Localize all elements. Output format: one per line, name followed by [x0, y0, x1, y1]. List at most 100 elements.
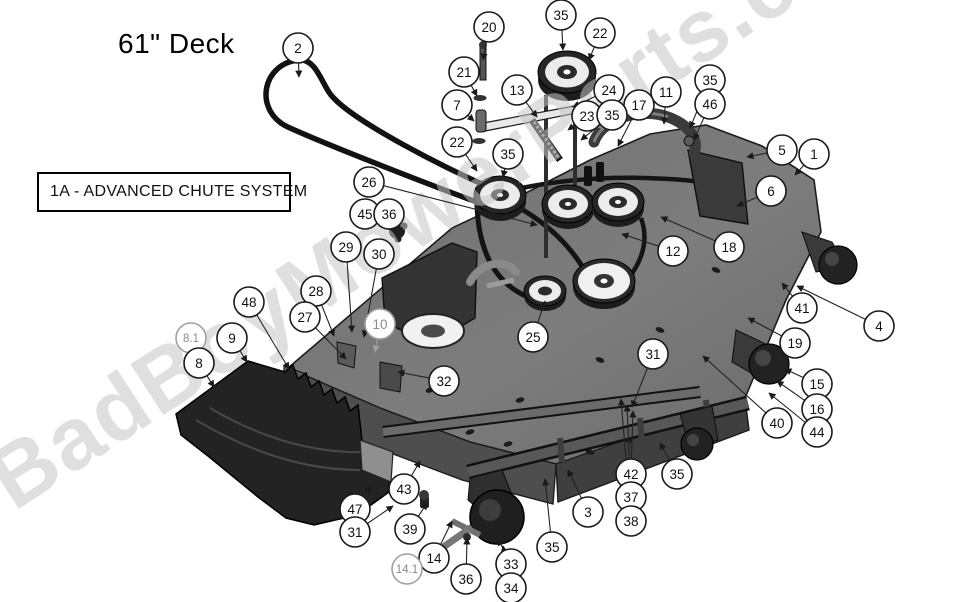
chute-ridge	[195, 419, 361, 471]
svg-text:31: 31	[347, 525, 362, 540]
svg-text:6: 6	[767, 184, 775, 199]
svg-text:38: 38	[623, 514, 638, 529]
callout-balloon-22: 22	[584, 17, 616, 49]
idler-pulley-exploded	[537, 50, 597, 101]
svg-text:24: 24	[601, 83, 617, 98]
callout-leader-3	[567, 469, 583, 499]
svg-text:12: 12	[665, 244, 680, 259]
svg-text:8: 8	[195, 356, 203, 371]
svg-text:35: 35	[553, 8, 568, 23]
flat-idler-pulley	[572, 258, 636, 309]
svg-text:17: 17	[631, 98, 646, 113]
svg-text:11: 11	[659, 85, 673, 100]
callout-balloon-41: 41	[786, 292, 818, 324]
callout-leader-39	[417, 502, 428, 517]
callout-leader-5	[746, 152, 768, 160]
callout-leader-28	[321, 304, 335, 337]
callout-balloon-9: 9	[216, 322, 248, 354]
callout-balloon-1: 1	[798, 138, 830, 170]
svg-text:41: 41	[794, 301, 809, 316]
callout-balloon-31: 31	[339, 516, 371, 548]
svg-text:46: 46	[702, 97, 717, 112]
callout-leader-18	[660, 216, 716, 242]
callout-leader-26	[383, 185, 538, 227]
callout-balloon-6: 6	[755, 175, 787, 207]
chute-system-label: 1A - ADVANCED CHUTE SYSTEM	[37, 172, 307, 212]
callout-balloon-18: 18	[713, 231, 745, 263]
callout-leader-43	[410, 460, 421, 477]
svg-text:30: 30	[371, 247, 386, 262]
svg-text:3: 3	[584, 505, 592, 520]
callout-leader-35	[500, 168, 508, 178]
callout-leader-11	[660, 106, 668, 125]
callout-leader-20	[480, 41, 488, 61]
spring-coils	[532, 121, 560, 158]
blade-disc	[401, 313, 465, 349]
callout-balloon-22: 22	[441, 126, 473, 158]
callout-leader-27	[315, 327, 347, 360]
callout-leader-4	[796, 285, 866, 320]
svg-text:2: 2	[294, 41, 302, 56]
callout-balloon-12: 12	[657, 235, 689, 267]
callout-balloon-20: 20	[473, 11, 505, 43]
discharge-chute	[175, 360, 392, 526]
svg-text:37: 37	[623, 490, 638, 505]
callout-balloon-8: 8	[183, 347, 215, 379]
callout-balloon-35: 35	[694, 64, 726, 96]
latch-bracket	[379, 361, 403, 393]
callout-leader-35	[542, 478, 552, 533]
callout-balloon-17: 17	[623, 89, 655, 121]
svg-text:42: 42	[623, 467, 638, 482]
callout-balloon-10: 10	[364, 308, 396, 340]
callout-leader-10	[372, 338, 380, 353]
callout-balloon-37: 37	[615, 481, 647, 513]
callout-balloon-35: 35	[492, 138, 524, 170]
svg-text:4: 4	[875, 319, 883, 334]
callout-leader-23	[567, 123, 576, 131]
rail-hanger	[637, 417, 645, 445]
callout-balloon-45: 45	[349, 198, 381, 230]
svg-text:44: 44	[809, 425, 825, 440]
svg-text:22: 22	[449, 135, 464, 150]
svg-text:33: 33	[503, 557, 518, 572]
svg-text:47: 47	[347, 502, 362, 517]
svg-text:14.1: 14.1	[396, 564, 418, 576]
deck-belt-run	[521, 207, 585, 268]
callout-balloon-33: 33	[495, 548, 527, 580]
svg-text:27: 27	[297, 310, 312, 325]
svg-text:35: 35	[702, 73, 717, 88]
svg-text:29: 29	[338, 240, 353, 255]
callout-balloon-5: 5	[766, 134, 798, 166]
chute-bracket	[336, 341, 357, 369]
hanger-rail	[382, 388, 701, 436]
caster-wheel-mid	[731, 329, 790, 385]
svg-text:22: 22	[592, 26, 607, 41]
rail-hanger	[557, 437, 565, 463]
callout-balloon-35: 35	[545, 0, 577, 31]
callout-balloon-35: 35	[596, 99, 628, 131]
svg-text:5: 5	[778, 143, 786, 158]
callout-balloon-30: 30	[363, 238, 395, 270]
callout-leader-22	[465, 153, 478, 172]
diagram-title: 61" Deck	[118, 28, 235, 59]
callout-balloon-43: 43	[388, 473, 420, 505]
callout-leader-31	[367, 505, 394, 524]
svg-text:16: 16	[809, 402, 824, 417]
svg-text:18: 18	[721, 240, 736, 255]
svg-text:43: 43	[396, 482, 411, 497]
callout-leader-35	[659, 442, 671, 462]
svg-text:45: 45	[357, 207, 372, 222]
spindle-pulley	[591, 182, 645, 227]
callout-leader-2	[295, 62, 303, 78]
svg-text:31: 31	[645, 347, 660, 362]
small-bolt	[419, 490, 429, 508]
callout-balloon-23: 23	[571, 100, 603, 132]
callout-balloon-7: 7	[441, 89, 473, 121]
svg-text:20: 20	[481, 20, 496, 35]
callout-balloon-26: 26	[353, 166, 385, 198]
callout-balloon-27: 27	[289, 301, 321, 333]
idler-pulley	[523, 275, 567, 311]
callout-leader-6	[736, 196, 758, 207]
